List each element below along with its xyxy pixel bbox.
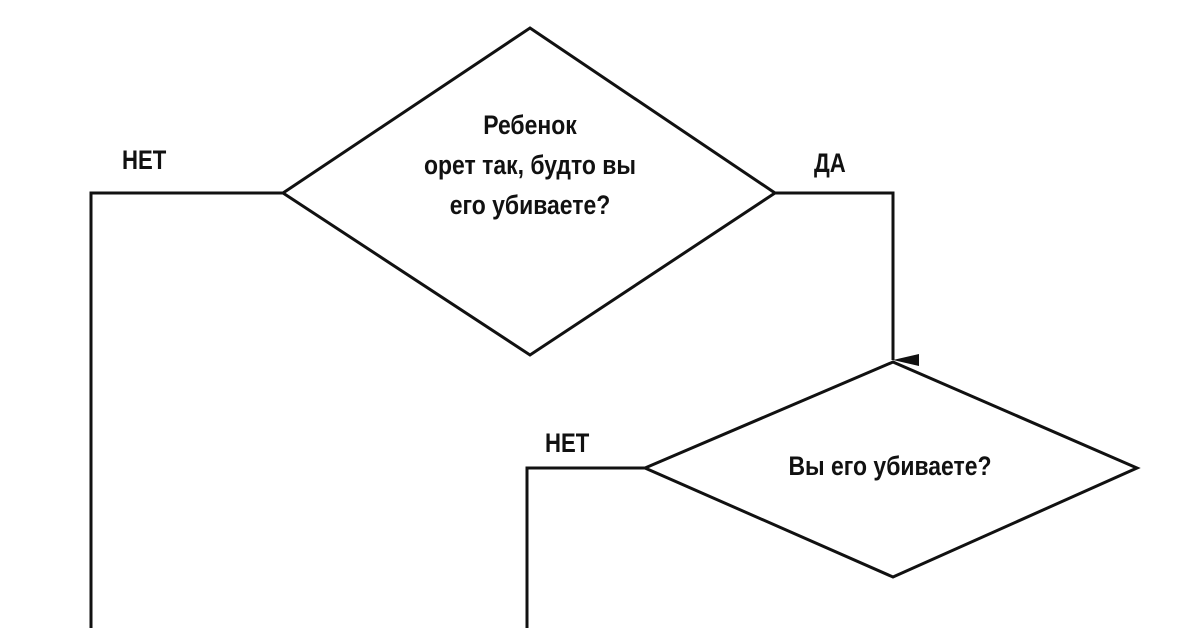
decision-2-text: Вы его убиваете? [763,446,1018,486]
connector-no-1 [89,191,283,628]
decision-diamond-1 [280,26,778,357]
decision-2-line-1: Вы его убиваете? [788,451,992,481]
yes-label-1: ДА [814,148,846,178]
decision-1-line-3: его убиваете? [449,190,611,220]
connector-no-2 [525,466,645,628]
decision-diamond-2 [641,360,1141,579]
decision-1-text: Ребенок орет так, будто вы его убиваете? [403,105,658,225]
connector-yes-1 [775,191,919,366]
decision-1-line-2: орет так, будто вы [423,150,637,180]
no-label-1: НЕТ [122,145,167,175]
decision-1-line-1: Ребенок [483,110,577,140]
no-label-2: НЕТ [545,428,590,458]
